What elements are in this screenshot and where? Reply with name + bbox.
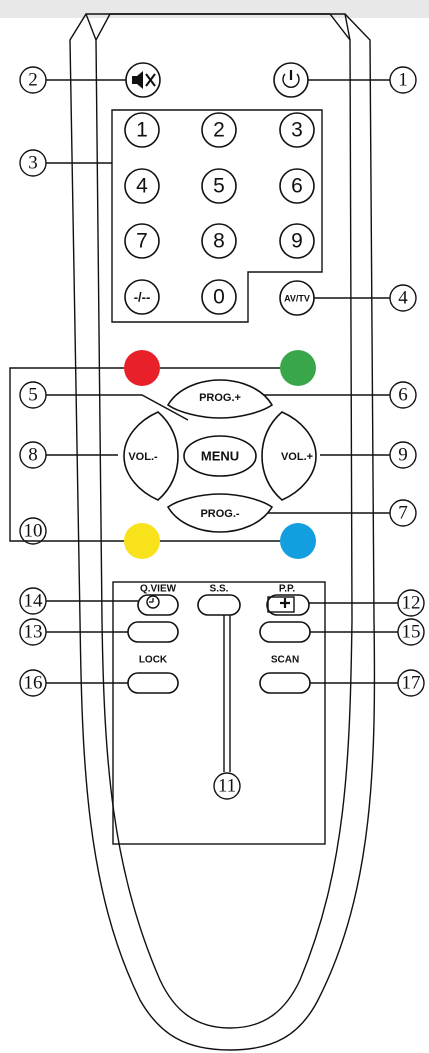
number-button-6[interactable]: 6: [279, 168, 315, 204]
prog-up-button[interactable]: PROG.+: [166, 379, 274, 419]
corner-line-right: [344, 13, 351, 41]
power-icon: [282, 70, 300, 88]
number-button-3[interactable]: 3: [279, 112, 315, 148]
number-button-8[interactable]: 8: [201, 223, 237, 259]
pp-label: P.P.: [279, 584, 296, 595]
number-button-9-label: 9: [291, 230, 303, 253]
blue-button[interactable]: [280, 523, 316, 559]
av-tv-button[interactable]: AV/TV: [279, 280, 315, 316]
number-button-9[interactable]: 9: [279, 223, 315, 259]
lower-panel-frame: [112, 581, 326, 845]
number-button-7[interactable]: 7: [124, 223, 160, 259]
ss-label: S.S.: [210, 584, 229, 595]
number-button-1[interactable]: 1: [124, 112, 160, 148]
callout-9-number: 9: [398, 444, 408, 465]
color-bracket: [9, 367, 142, 542]
vol-up-button[interactable]: VOL.+: [261, 411, 317, 501]
qview-label: Q.VIEW: [140, 584, 177, 595]
box-plus-icon: [267, 596, 295, 613]
number-button-6-label: 6: [291, 175, 303, 198]
lock-label: LOCK: [139, 655, 168, 666]
callout-5-number: 5: [28, 384, 38, 405]
callout-1: 1: [389, 66, 417, 94]
red-button[interactable]: [124, 350, 160, 386]
menu-label: MENU: [201, 448, 239, 463]
green-button[interactable]: [280, 350, 316, 386]
number-button-3-label: 3: [291, 119, 303, 142]
callout-3: 3: [19, 149, 47, 177]
number-button-5-label: 5: [213, 175, 225, 198]
ss-button[interactable]: [197, 594, 241, 616]
callout-9: 9: [389, 441, 417, 469]
lock-button[interactable]: [127, 672, 179, 694]
power-button[interactable]: [273, 62, 309, 98]
callout-4-number: 4: [398, 287, 408, 308]
number-button-0-label: 0: [213, 286, 225, 309]
callout-5: 5: [19, 381, 47, 409]
callout-6-number: 6: [398, 384, 408, 405]
callout-4: 4: [389, 284, 417, 312]
callout-11: 11: [213, 772, 241, 800]
callout-16-number: 16: [24, 672, 43, 693]
callout-13: 13: [19, 618, 47, 646]
av-tv-label: AV/TV: [284, 293, 310, 303]
callout-2: 2: [19, 66, 47, 94]
keypad-frame: [111, 109, 323, 323]
callout-15: 15: [397, 618, 425, 646]
callout-12-number: 12: [402, 592, 421, 613]
callout-10: 10: [19, 517, 47, 545]
number-button-7-label: 7: [136, 230, 148, 253]
callout-15-number: 15: [402, 621, 421, 642]
vol-down-label: VOL.-: [128, 451, 158, 463]
digit-toggle-button[interactable]: -/--: [124, 279, 160, 315]
callout-8: 8: [19, 441, 47, 469]
prog-down-label: PROG.-: [200, 508, 239, 520]
remote-outer-body: [69, 13, 376, 1051]
number-button-4-label: 4: [136, 175, 148, 198]
vol-up-label: VOL.+: [281, 451, 313, 463]
remote-inner-body: [95, 13, 353, 1029]
prog-up-label: PROG.+: [199, 392, 241, 404]
number-button-8-label: 8: [213, 230, 225, 253]
callout-6: 6: [389, 381, 417, 409]
corner-line-left: [85, 13, 97, 41]
number-button-0[interactable]: 0: [201, 279, 237, 315]
clock-icon: [146, 595, 160, 609]
mute-speaker-icon: [132, 71, 156, 89]
scan-button[interactable]: [259, 672, 311, 694]
prog-down-button[interactable]: PROG.-: [166, 493, 274, 533]
callout-14-number: 14: [24, 590, 44, 611]
callout-8-number: 8: [28, 444, 38, 465]
menu-button[interactable]: MENU: [183, 435, 257, 477]
number-button-2[interactable]: 2: [201, 112, 237, 148]
number-button-4[interactable]: 4: [124, 168, 160, 204]
callout-10-number: 10: [24, 520, 43, 541]
callout-11-number: 11: [218, 775, 236, 796]
number-button-1-label: 1: [136, 119, 148, 142]
callout-12: 12: [397, 589, 425, 617]
callout-2-number: 2: [28, 69, 38, 90]
callout-1-number: 1: [398, 69, 408, 90]
mute-button[interactable]: [125, 62, 161, 98]
digit-toggle-label: -/--: [134, 289, 151, 304]
sleep-timer-button[interactable]: [127, 621, 179, 643]
callout-16: 16: [19, 669, 47, 697]
number-button-2-label: 2: [213, 119, 225, 142]
callout-14: 14: [19, 587, 47, 615]
yellow-button[interactable]: [124, 523, 160, 559]
teletext-button[interactable]: [259, 621, 311, 643]
callout-17: 17: [397, 669, 425, 697]
pp-button[interactable]: [266, 594, 310, 616]
callout-13-number: 13: [24, 621, 43, 642]
vol-down-button[interactable]: VOL.-: [123, 411, 179, 501]
number-button-5[interactable]: 5: [201, 168, 237, 204]
callout-7: 7: [389, 499, 417, 527]
leader-5: [46, 394, 189, 421]
callout-3-number: 3: [28, 152, 38, 173]
callout-17-number: 17: [402, 672, 421, 693]
callout-7-number: 7: [398, 502, 408, 523]
scan-label: SCAN: [271, 655, 299, 666]
